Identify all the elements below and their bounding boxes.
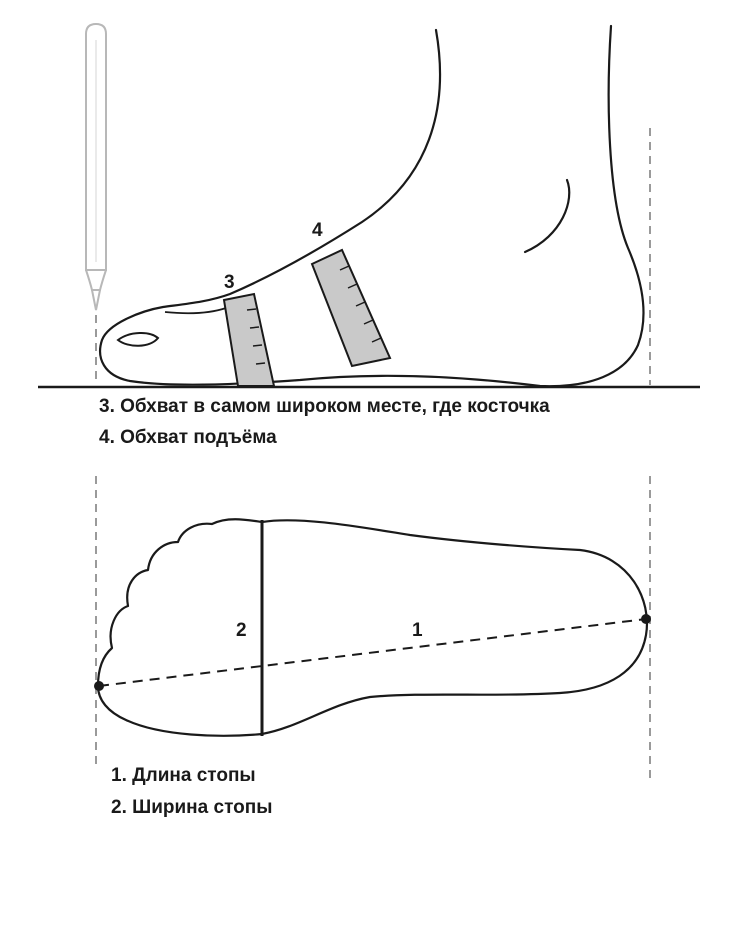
length-end-point (641, 614, 651, 624)
top-view: 2 1 (94, 476, 651, 778)
ball-girth-marker: 3 (224, 272, 235, 293)
length-caption: 1. Длина стопы (111, 765, 256, 786)
ankle-bone (523, 178, 571, 254)
instep-girth-caption: 4. Обхват подъёма (99, 427, 277, 448)
pencil-icon (85, 22, 107, 311)
foot-side-outline (99, 24, 645, 388)
width-marker: 2 (236, 620, 247, 641)
side-view: 3 4 (38, 22, 700, 389)
ball-girth-tape (222, 292, 276, 387)
width-caption: 2. Ширина стопы (111, 797, 273, 818)
instep-girth-tape (310, 248, 392, 368)
length-marker: 1 (412, 620, 423, 641)
length-start-point (94, 681, 104, 691)
toenail (116, 332, 160, 347)
length-measure-line (98, 618, 647, 687)
toe-crease (164, 307, 227, 315)
instep-girth-marker: 4 (312, 220, 323, 241)
ball-girth-caption: 3. Обхват в самом широком месте, где кос… (99, 396, 550, 417)
foot-top-outline (96, 518, 649, 737)
